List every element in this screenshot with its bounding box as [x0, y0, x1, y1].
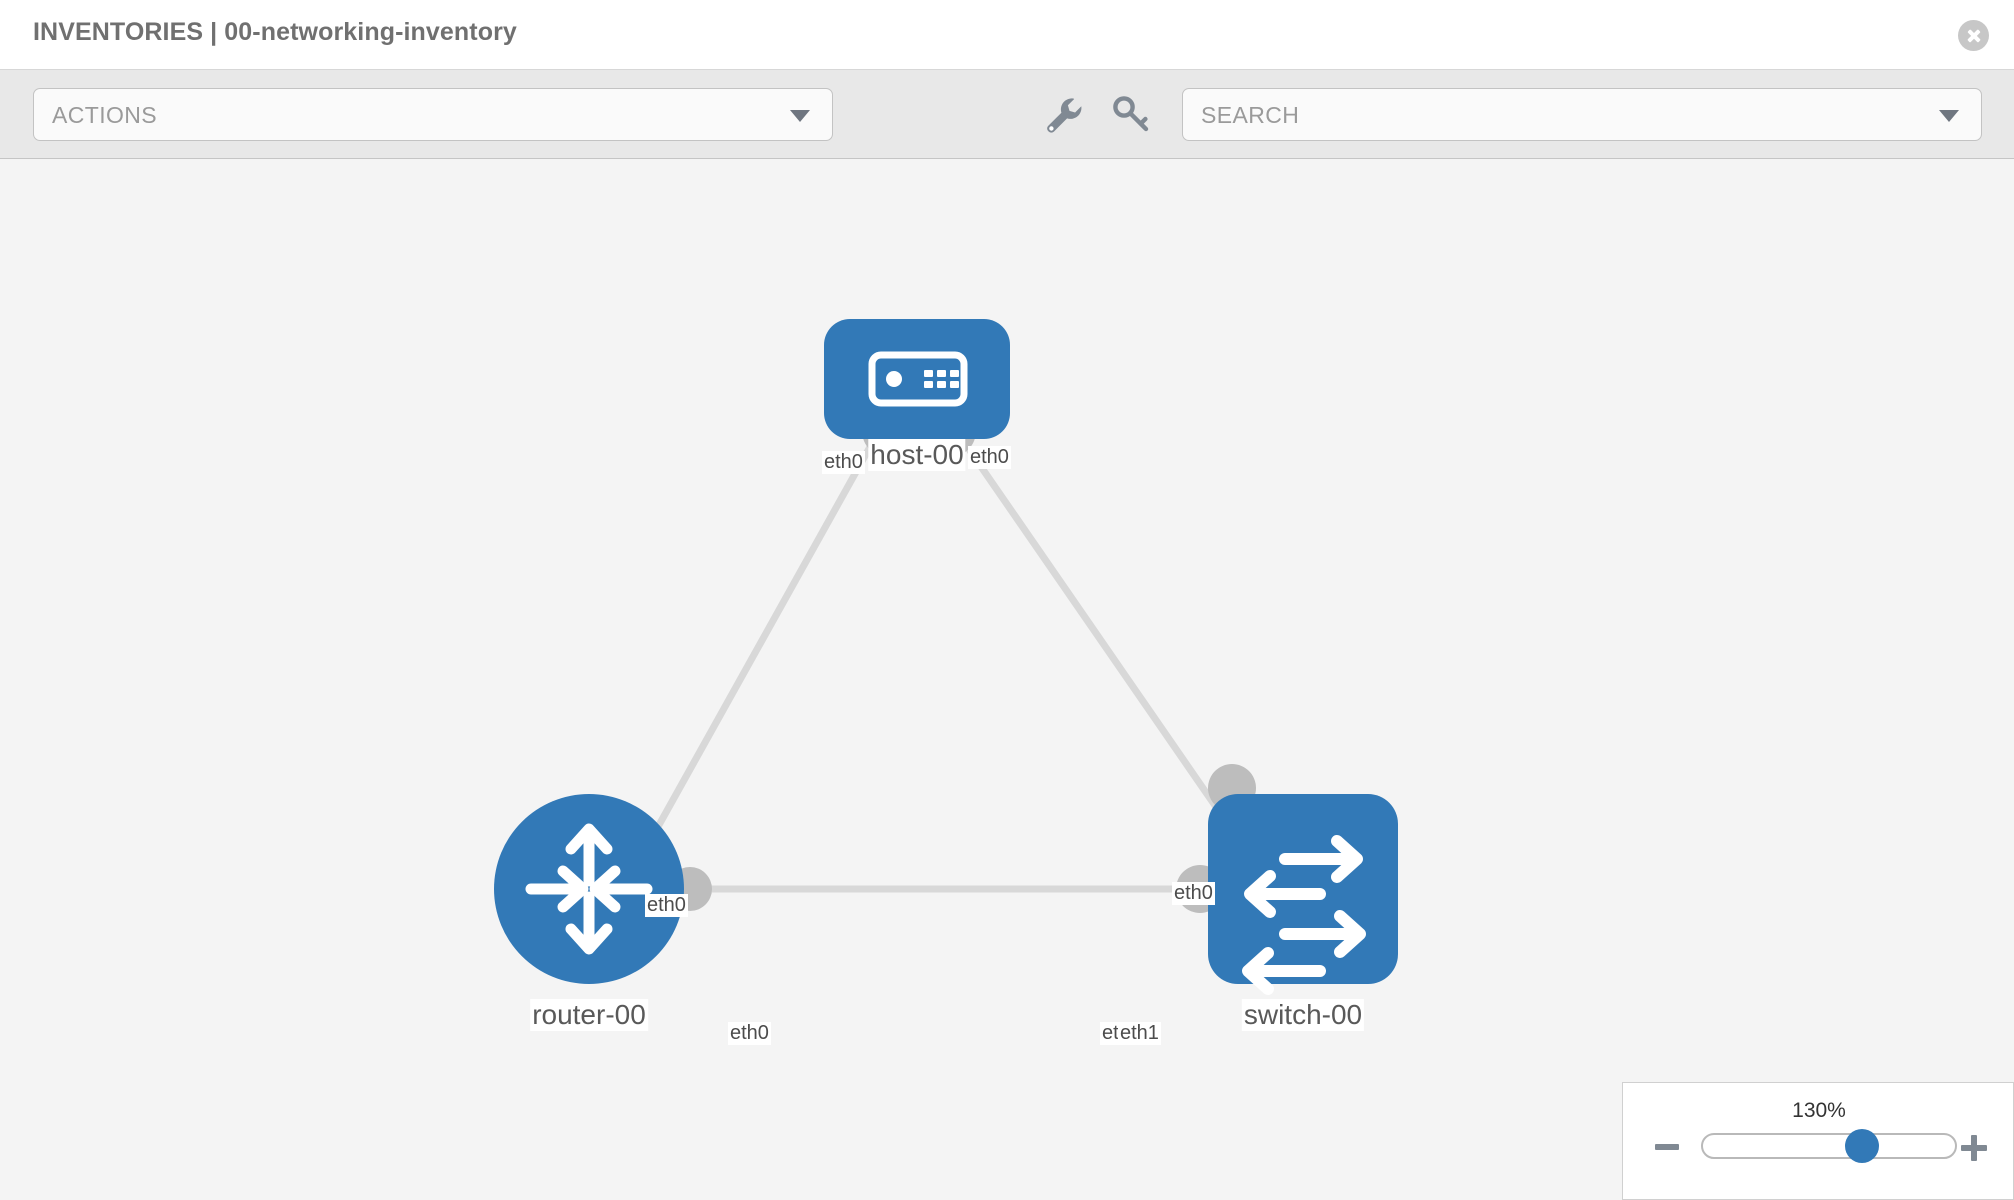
zoom-in-button[interactable] — [1961, 1135, 1987, 1161]
zoom-control-panel: 130% — [1622, 1082, 2014, 1200]
actions-dropdown-label: ACTIONS — [52, 102, 158, 128]
topology-links — [636, 425, 1249, 893]
search-input[interactable]: SEARCH — [1182, 88, 1982, 141]
node-label-switch-00: switch-00 — [1241, 999, 1365, 1031]
router-arrows-icon — [525, 823, 653, 955]
edge-label-host-right: eth0 — [968, 446, 1011, 469]
zoom-level-value: 130% — [1792, 1099, 1846, 1122]
wrench-icon[interactable] — [1040, 92, 1086, 138]
link-host-switch — [951, 425, 1249, 853]
edge-label-host-left: eth0 — [822, 451, 865, 474]
search-placeholder: SEARCH — [1201, 102, 1300, 128]
key-icon[interactable] — [1108, 92, 1154, 138]
topology-graph — [494, 319, 1398, 995]
zoom-out-button[interactable] — [1655, 1135, 1679, 1159]
edge-label-router-diag: eth0 — [645, 894, 688, 917]
node-router-00[interactable] — [494, 794, 684, 984]
toolbar: ACTIONS SEARCH — [0, 70, 2014, 159]
page-header: INVENTORIES | 00-networking-inventory — [0, 0, 2014, 70]
node-label-host-00: host-00 — [868, 439, 966, 471]
actions-dropdown[interactable]: ACTIONS — [33, 88, 833, 141]
minus-icon — [1655, 1144, 1679, 1150]
chevron-down-icon — [790, 109, 810, 122]
page-title: INVENTORIES | 00-networking-inventory — [33, 18, 517, 46]
chevron-down-icon — [1939, 109, 1959, 122]
switch-arrows-icon — [1242, 835, 1366, 995]
server-device-icon — [868, 351, 968, 407]
close-icon[interactable] — [1958, 20, 1989, 51]
node-label-router-00: router-00 — [530, 999, 648, 1031]
zoom-slider-track[interactable] — [1701, 1133, 1957, 1159]
node-host-00[interactable] — [824, 319, 1010, 439]
plus-icon-vertical — [1971, 1135, 1977, 1161]
topology-connectors — [668, 405, 1256, 913]
link-host-router — [636, 425, 884, 863]
zoom-slider-thumb[interactable] — [1845, 1129, 1880, 1163]
edge-label-switch-horiz-b: eth1 — [1118, 1022, 1161, 1045]
edge-label-router-horiz: eth0 — [728, 1022, 771, 1045]
edge-label-switch-diag: eth0 — [1172, 882, 1215, 905]
node-switch-00[interactable] — [1208, 794, 1398, 995]
topology-canvas[interactable]: host-00 router-00 switch-00 eth0 eth0 et… — [0, 159, 2014, 1200]
